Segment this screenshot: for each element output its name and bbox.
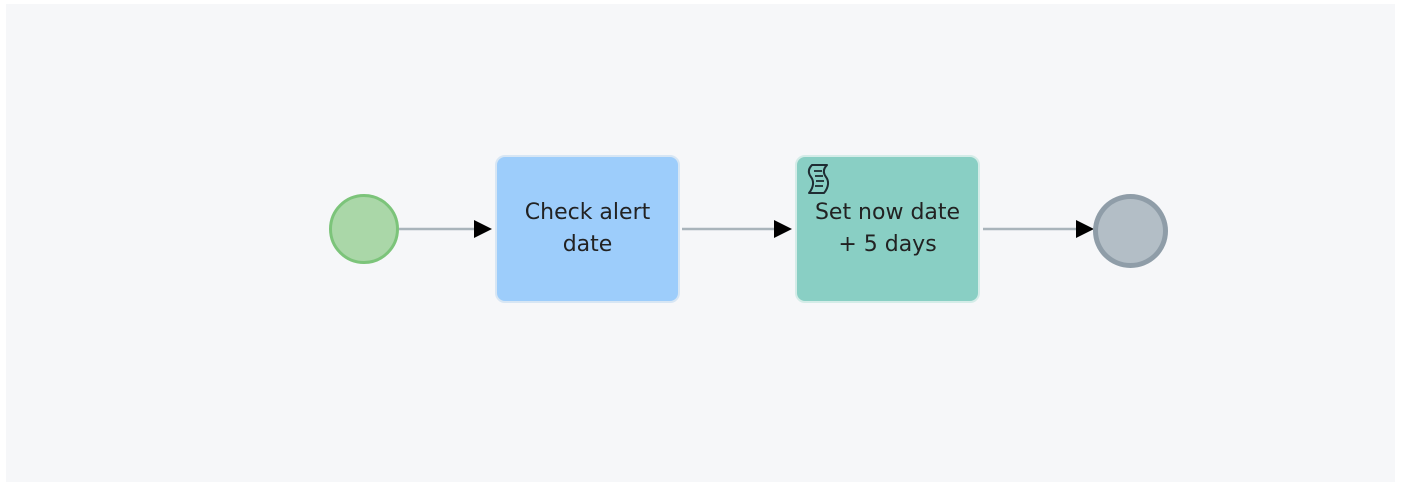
task-set-now-date[interactable]: Set now date + 5 days [795,155,980,303]
task-label: Check alert date [524,200,651,257]
script-icon [807,164,830,194]
sequence-flow-2[interactable] [682,220,792,238]
start-event[interactable] [329,194,399,264]
end-event[interactable] [1093,194,1168,268]
task-check-alert-date[interactable]: Check alert date [495,155,680,303]
sequence-flow-1[interactable] [399,220,492,238]
task-label: Set now date + 5 days [814,200,961,257]
sequence-flow-3[interactable] [983,220,1094,238]
